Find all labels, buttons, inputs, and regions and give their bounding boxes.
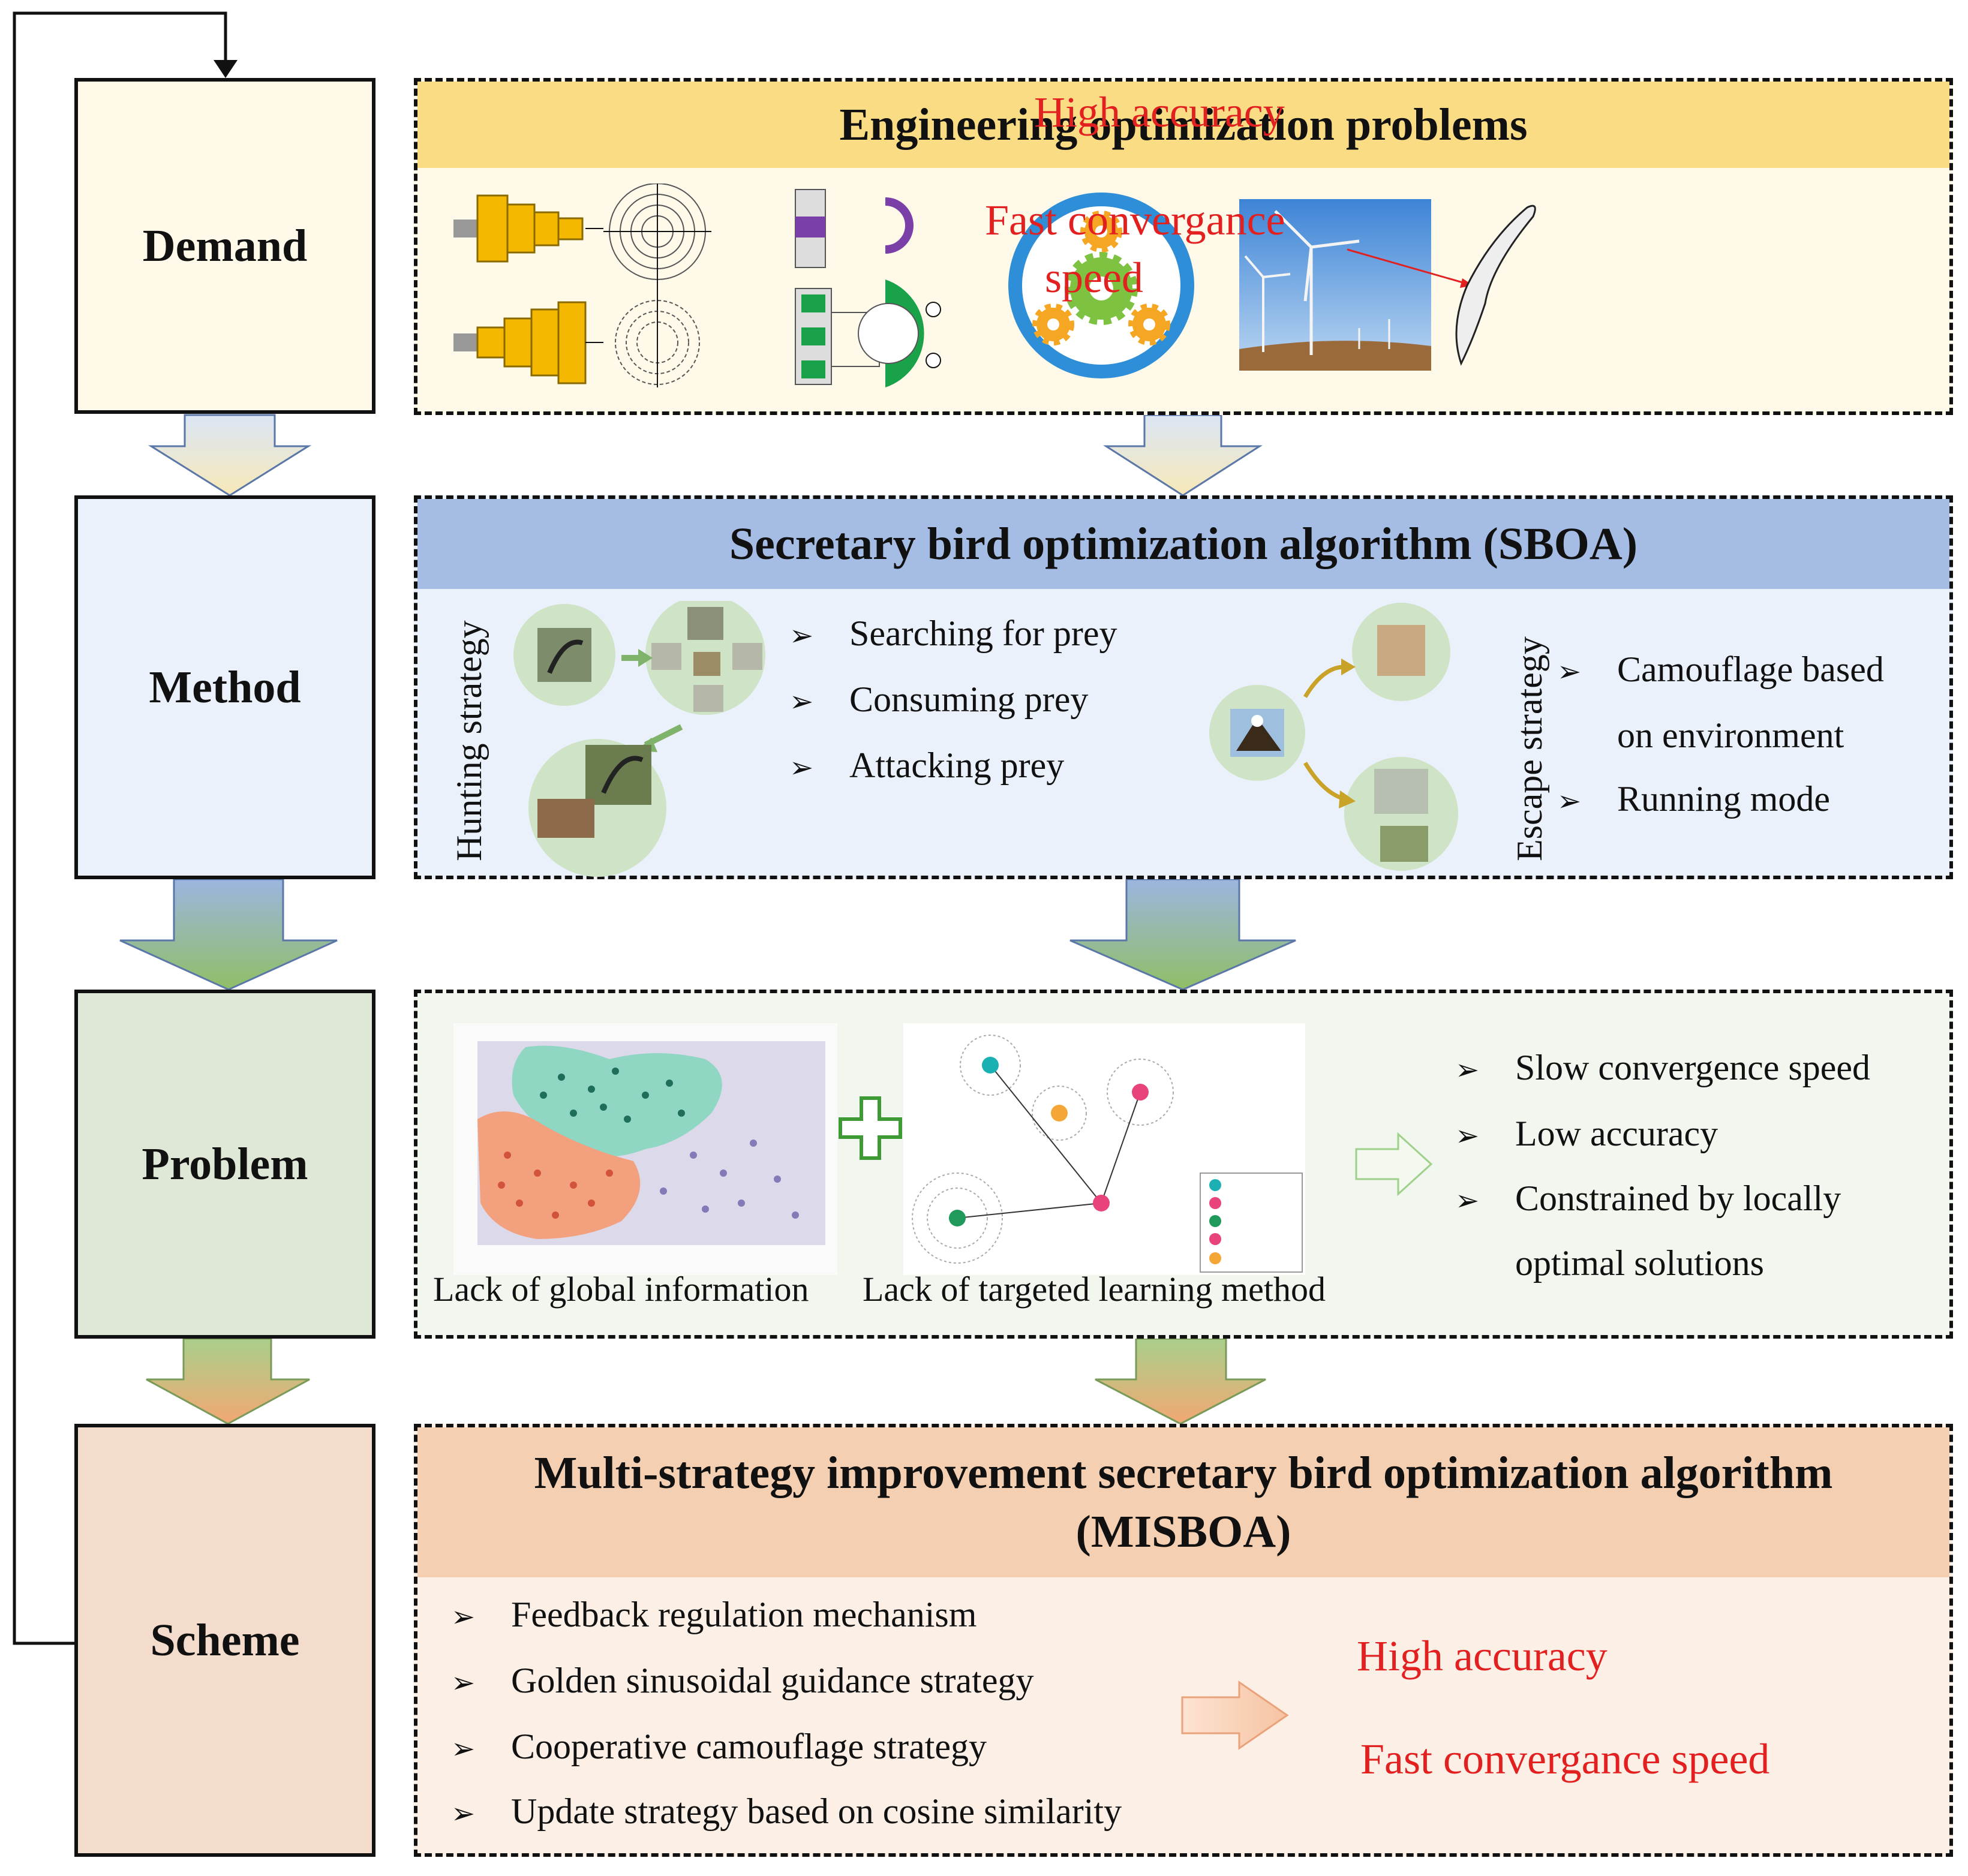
demand-goal-fast-convergence: Fast convergance: [985, 196, 1285, 244]
escape-strategy-label: Escape strategy: [1510, 636, 1549, 861]
scheme-title-line1: Multi-strategy improvement secretary bir…: [534, 1448, 1833, 1498]
stepped-pulley-image: [453, 184, 711, 387]
planetary-gear-image: [1008, 193, 1194, 378]
scheme-title: Multi-strategy improvement secretary bir…: [417, 1427, 1949, 1577]
hunting-item-consuming: ➢Consuming prey: [789, 680, 1089, 719]
stage-box-demand: Demand: [74, 78, 375, 414]
demand-panel: Engineering optimization problems: [414, 78, 1953, 415]
coupling-drawing-image: [795, 189, 941, 387]
problem-item-slow: ➢Slow convergence speed: [1455, 1048, 1871, 1087]
stage-box-scheme: Scheme: [74, 1424, 375, 1857]
problem-item-constrained-cont: optimal solutions: [1515, 1243, 1765, 1283]
arrow-problem-scheme-left: [146, 1337, 310, 1425]
blade-section-image: [1347, 205, 1536, 366]
scheme-item-golden-sinusoidal: ➢Golden sinusoidal guidance strategy: [451, 1661, 1034, 1700]
escape-item-camouflage-cont: on environment: [1617, 715, 1844, 755]
stage-label-demand: Demand: [142, 220, 308, 271]
feedback-loop-line: [13, 11, 227, 1645]
problem-item-low-accuracy: ➢Low accuracy: [1455, 1114, 1718, 1153]
scheme-title-line2: (MISBOA): [1075, 1507, 1291, 1557]
result-arrow-icon: [1355, 1132, 1433, 1196]
scheme-item-cooperative-camouflage: ➢Cooperative camouflage strategy: [451, 1727, 987, 1766]
problem-panel: Lack of global information Lack of targe…: [414, 990, 1953, 1339]
escape-item-camouflage: ➢Camouflage based: [1557, 650, 1884, 689]
arrow-demand-method-right: [1102, 414, 1263, 497]
escape-strategy-diagram: [1209, 603, 1458, 871]
arrow-demand-method-left: [148, 414, 312, 497]
method-panel: Secretary bird optimization algorithm (S…: [414, 495, 1953, 879]
scheme-goal-fast-convergence: Fast convergance speed: [1360, 1735, 1770, 1783]
decision-boundary-plot-image: [453, 1023, 837, 1275]
escape-item-running: ➢Running mode: [1557, 779, 1830, 819]
demand-title: Engineering optimization problems: [417, 82, 1949, 168]
caption-lack-global-info: Lack of global information: [433, 1270, 809, 1309]
hunting-strategy-label: Hunting strategy: [449, 620, 489, 861]
stage-box-problem: Problem: [74, 990, 375, 1339]
feedback-loop-arrowhead: [214, 60, 238, 78]
arrow-method-problem-left: [119, 878, 338, 991]
demand-goal-high-accuracy: High accuracy: [1034, 88, 1285, 136]
plus-icon: [839, 1096, 902, 1160]
method-title: Secretary bird optimization algorithm (S…: [417, 499, 1949, 589]
scheme-item-cosine-similarity: ➢Update strategy based on cosine similar…: [451, 1791, 1122, 1831]
arrow-problem-scheme-right: [1095, 1337, 1266, 1425]
demand-goal-fast-convergence-cont: speed: [1045, 254, 1143, 302]
result-arrow-icon: [1181, 1680, 1289, 1750]
scheme-item-feedback: ➢Feedback regulation mechanism: [451, 1595, 977, 1634]
stage-label-scheme: Scheme: [150, 1615, 300, 1665]
stage-label-problem: Problem: [142, 1138, 308, 1189]
scheme-goal-high-accuracy: High accuracy: [1357, 1632, 1608, 1680]
hunting-item-searching: ➢Searching for prey: [789, 614, 1117, 653]
scheme-panel: Multi-strategy improvement secretary bir…: [414, 1424, 1953, 1857]
problem-item-constrained: ➢Constrained by locally: [1455, 1178, 1841, 1218]
stage-box-method: Method: [74, 495, 375, 879]
arrow-method-problem-right: [1069, 878, 1296, 991]
caption-lack-learning-method: Lack of targeted learning method: [863, 1270, 1326, 1309]
hunting-strategy-diagram: [513, 601, 765, 877]
learning-network-image: [903, 1023, 1305, 1275]
wind-turbine-image: [1239, 199, 1431, 371]
stage-label-method: Method: [149, 662, 301, 712]
hunting-item-attacking: ➢Attacking prey: [789, 745, 1065, 785]
